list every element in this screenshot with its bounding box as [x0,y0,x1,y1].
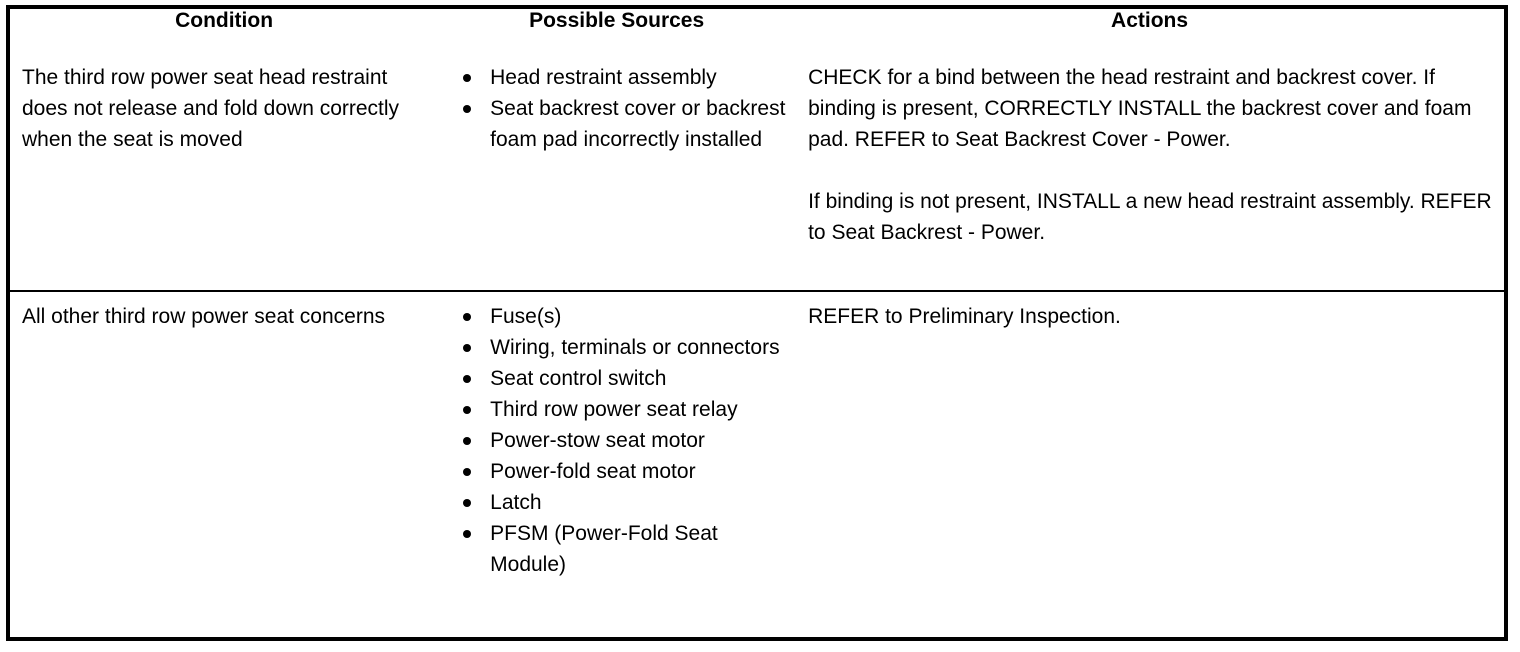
list-item: Seat backrest cover or backrest foam pad… [452,93,787,155]
table-header-row: Condition Possible Sources Actions [8,7,1506,53]
list-item-label: Latch [490,491,542,515]
list-item: Power-stow seat motor [452,425,787,456]
table-row: All other third row power seat concerns … [8,290,1506,639]
column-header-possible-sources: Possible Sources [529,9,705,32]
diagnostic-table: Condition Possible Sources Actions The t… [6,5,1508,641]
list-item: Wiring, terminals or connectors [452,332,787,363]
bullet-icon [463,74,472,82]
list-item-label: Seat backrest cover or backrest foam pad… [490,97,786,151]
cell-actions: CHECK for a bind between the head restra… [795,53,1506,291]
actions-text-wrap: CHECK for a bind between the head restra… [795,53,1504,258]
bullet-icon [463,105,472,113]
possible-sources-list-wrap: Fuse(s) Wiring, terminals or connectors … [438,292,795,590]
table-header: Condition Possible Sources Actions [8,7,1506,53]
table-body: The third row power seat head restraint … [8,53,1506,639]
bullet-icon [463,375,472,384]
table-row: The third row power seat head restraint … [8,53,1506,291]
list-item-label: Power-stow seat motor [490,429,705,453]
list-item-label: Head restraint assembly [490,66,717,89]
actions-paragraph: If binding is not present, INSTALL a new… [808,190,1492,244]
possible-sources-list-wrap: Head restraint assembly Seat backrest co… [438,53,795,165]
possible-sources-list: Head restraint assembly Seat backrest co… [452,62,787,155]
bullet-icon [463,530,472,539]
list-item: Seat control switch [452,363,787,394]
bullet-icon [463,437,472,446]
bullet-icon [463,344,472,353]
bullet-icon [463,313,472,322]
cell-possible-sources: Fuse(s) Wiring, terminals or connectors … [438,290,796,639]
list-item-label: Seat control switch [490,367,667,391]
actions-text-wrap: REFER to Preliminary Inspection. [795,292,1504,342]
possible-sources-list: Fuse(s) Wiring, terminals or connectors … [452,301,787,580]
list-item-label: Fuse(s) [490,305,562,329]
list-item-label: Wiring, terminals or connectors [490,336,780,360]
list-item: Head restraint assembly [452,62,787,93]
cell-condition: All other third row power seat concerns [8,290,439,639]
column-header-condition: Condition [175,9,274,32]
cell-possible-sources: Head restraint assembly Seat backrest co… [438,53,795,291]
actions-paragraph: REFER to Preliminary Inspection. [808,305,1121,329]
actions-paragraph: CHECK for a bind between the head restra… [808,66,1472,151]
cell-condition: The third row power seat head restraint … [8,53,438,291]
list-item: Latch [452,487,787,518]
column-header-actions: Actions [1111,9,1189,32]
condition-text: The third row power seat head restraint … [22,66,400,151]
bullet-icon [463,406,472,415]
condition-text: All other third row power seat concerns [22,305,385,329]
bullet-icon [463,499,472,508]
bullet-icon [463,468,472,477]
list-item-label: Third row power seat relay [490,398,738,422]
list-item-label: PFSM (Power-Fold Seat Module) [490,522,718,577]
list-item: Third row power seat relay [452,394,787,425]
list-item: Power-fold seat motor [452,456,787,487]
cell-actions: REFER to Preliminary Inspection. [795,290,1506,639]
list-item: PFSM (Power-Fold Seat Module) [452,518,787,580]
list-item: Fuse(s) [452,301,787,332]
list-item-label: Power-fold seat motor [490,460,696,484]
